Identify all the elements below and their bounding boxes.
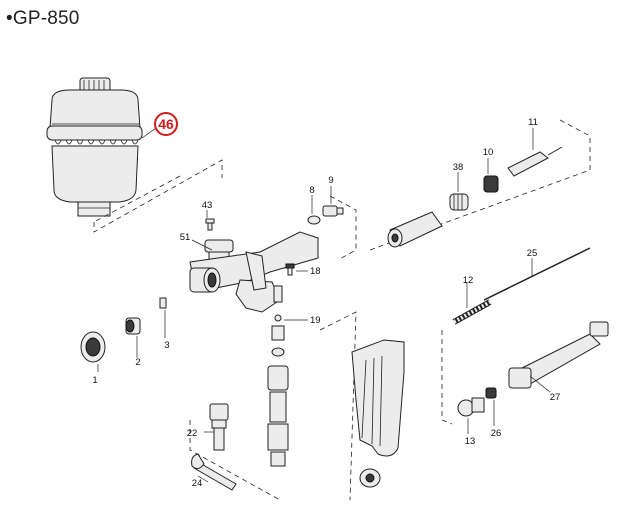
part-3-pin[interactable] (159, 297, 167, 309)
label-part-43: 43 (202, 200, 213, 211)
valve-stack[interactable] (267, 325, 289, 467)
part-26-oring[interactable] (485, 387, 497, 399)
label-part-24: 24 (192, 478, 203, 489)
label-part-51: 51 (180, 232, 191, 243)
label-part-38: 38 (453, 162, 464, 173)
part-8-oring[interactable] (307, 215, 321, 225)
part-25-needle[interactable] (483, 247, 591, 301)
label-part-10: 10 (483, 147, 494, 158)
part-9-nut[interactable] (322, 205, 344, 217)
part-2-nozzle[interactable] (125, 317, 141, 335)
part-18-screw[interactable] (285, 263, 295, 276)
label-part-12: 12 (463, 275, 474, 286)
trigger-grip[interactable] (351, 339, 405, 457)
grip-nut[interactable] (359, 468, 381, 488)
label-part-2: 2 (135, 357, 140, 368)
part-13-cap[interactable] (457, 397, 485, 417)
label-part-9: 9 (328, 175, 333, 186)
label-part-22: 22 (187, 428, 198, 439)
gun-body[interactable] (189, 231, 319, 313)
needle-holder[interactable] (387, 211, 443, 248)
label-part-18: 18 (310, 266, 321, 277)
part-19-pin[interactable] (273, 285, 283, 322)
paint-cup[interactable] (46, 77, 143, 217)
part-1-air-cap[interactable] (80, 331, 106, 363)
label-part-25: 25 (527, 248, 538, 259)
label-part-13: 13 (465, 436, 476, 447)
part-12-spring[interactable] (452, 299, 492, 325)
part-11-needle[interactable] (507, 146, 563, 177)
label-part-1: 1 (92, 375, 97, 386)
part-27-handle[interactable] (508, 321, 609, 389)
part-10-nut[interactable] (483, 175, 499, 193)
part-43-screw[interactable] (205, 218, 215, 231)
label-part-11: 11 (528, 117, 538, 128)
cup-leader-line (141, 127, 157, 139)
part-22-fitting[interactable] (209, 403, 229, 451)
label-part-3: 3 (164, 340, 169, 351)
part-24-wrench[interactable] (191, 453, 237, 491)
label-part-8: 8 (309, 185, 314, 196)
highlight-badge-label: 46 (158, 116, 174, 132)
label-part-27: 27 (550, 392, 561, 403)
model-title: •GP-850 (6, 8, 80, 29)
label-part-19: 19 (310, 315, 321, 326)
highlight-badge[interactable]: 46 (154, 112, 178, 136)
label-part-26: 26 (491, 428, 502, 439)
part-38-spring[interactable] (449, 193, 469, 211)
